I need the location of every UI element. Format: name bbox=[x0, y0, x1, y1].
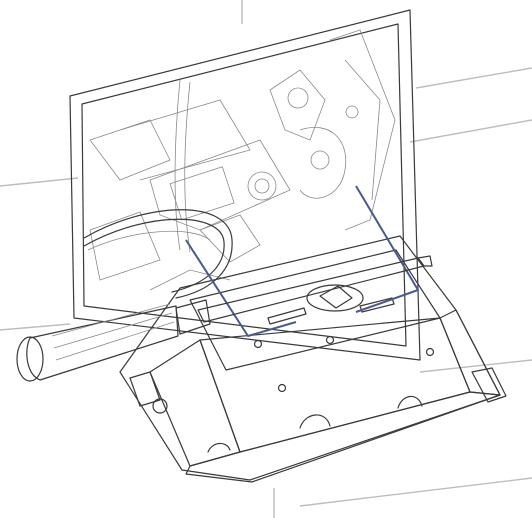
internal-mechanism bbox=[87, 29, 396, 291]
flush-cover-plate bbox=[119, 235, 507, 483]
cable-loop bbox=[83, 209, 233, 299]
recess-frame bbox=[69, 9, 421, 361]
screwdriver-icon bbox=[16, 255, 433, 382]
wire-hook-icon bbox=[185, 185, 419, 337]
